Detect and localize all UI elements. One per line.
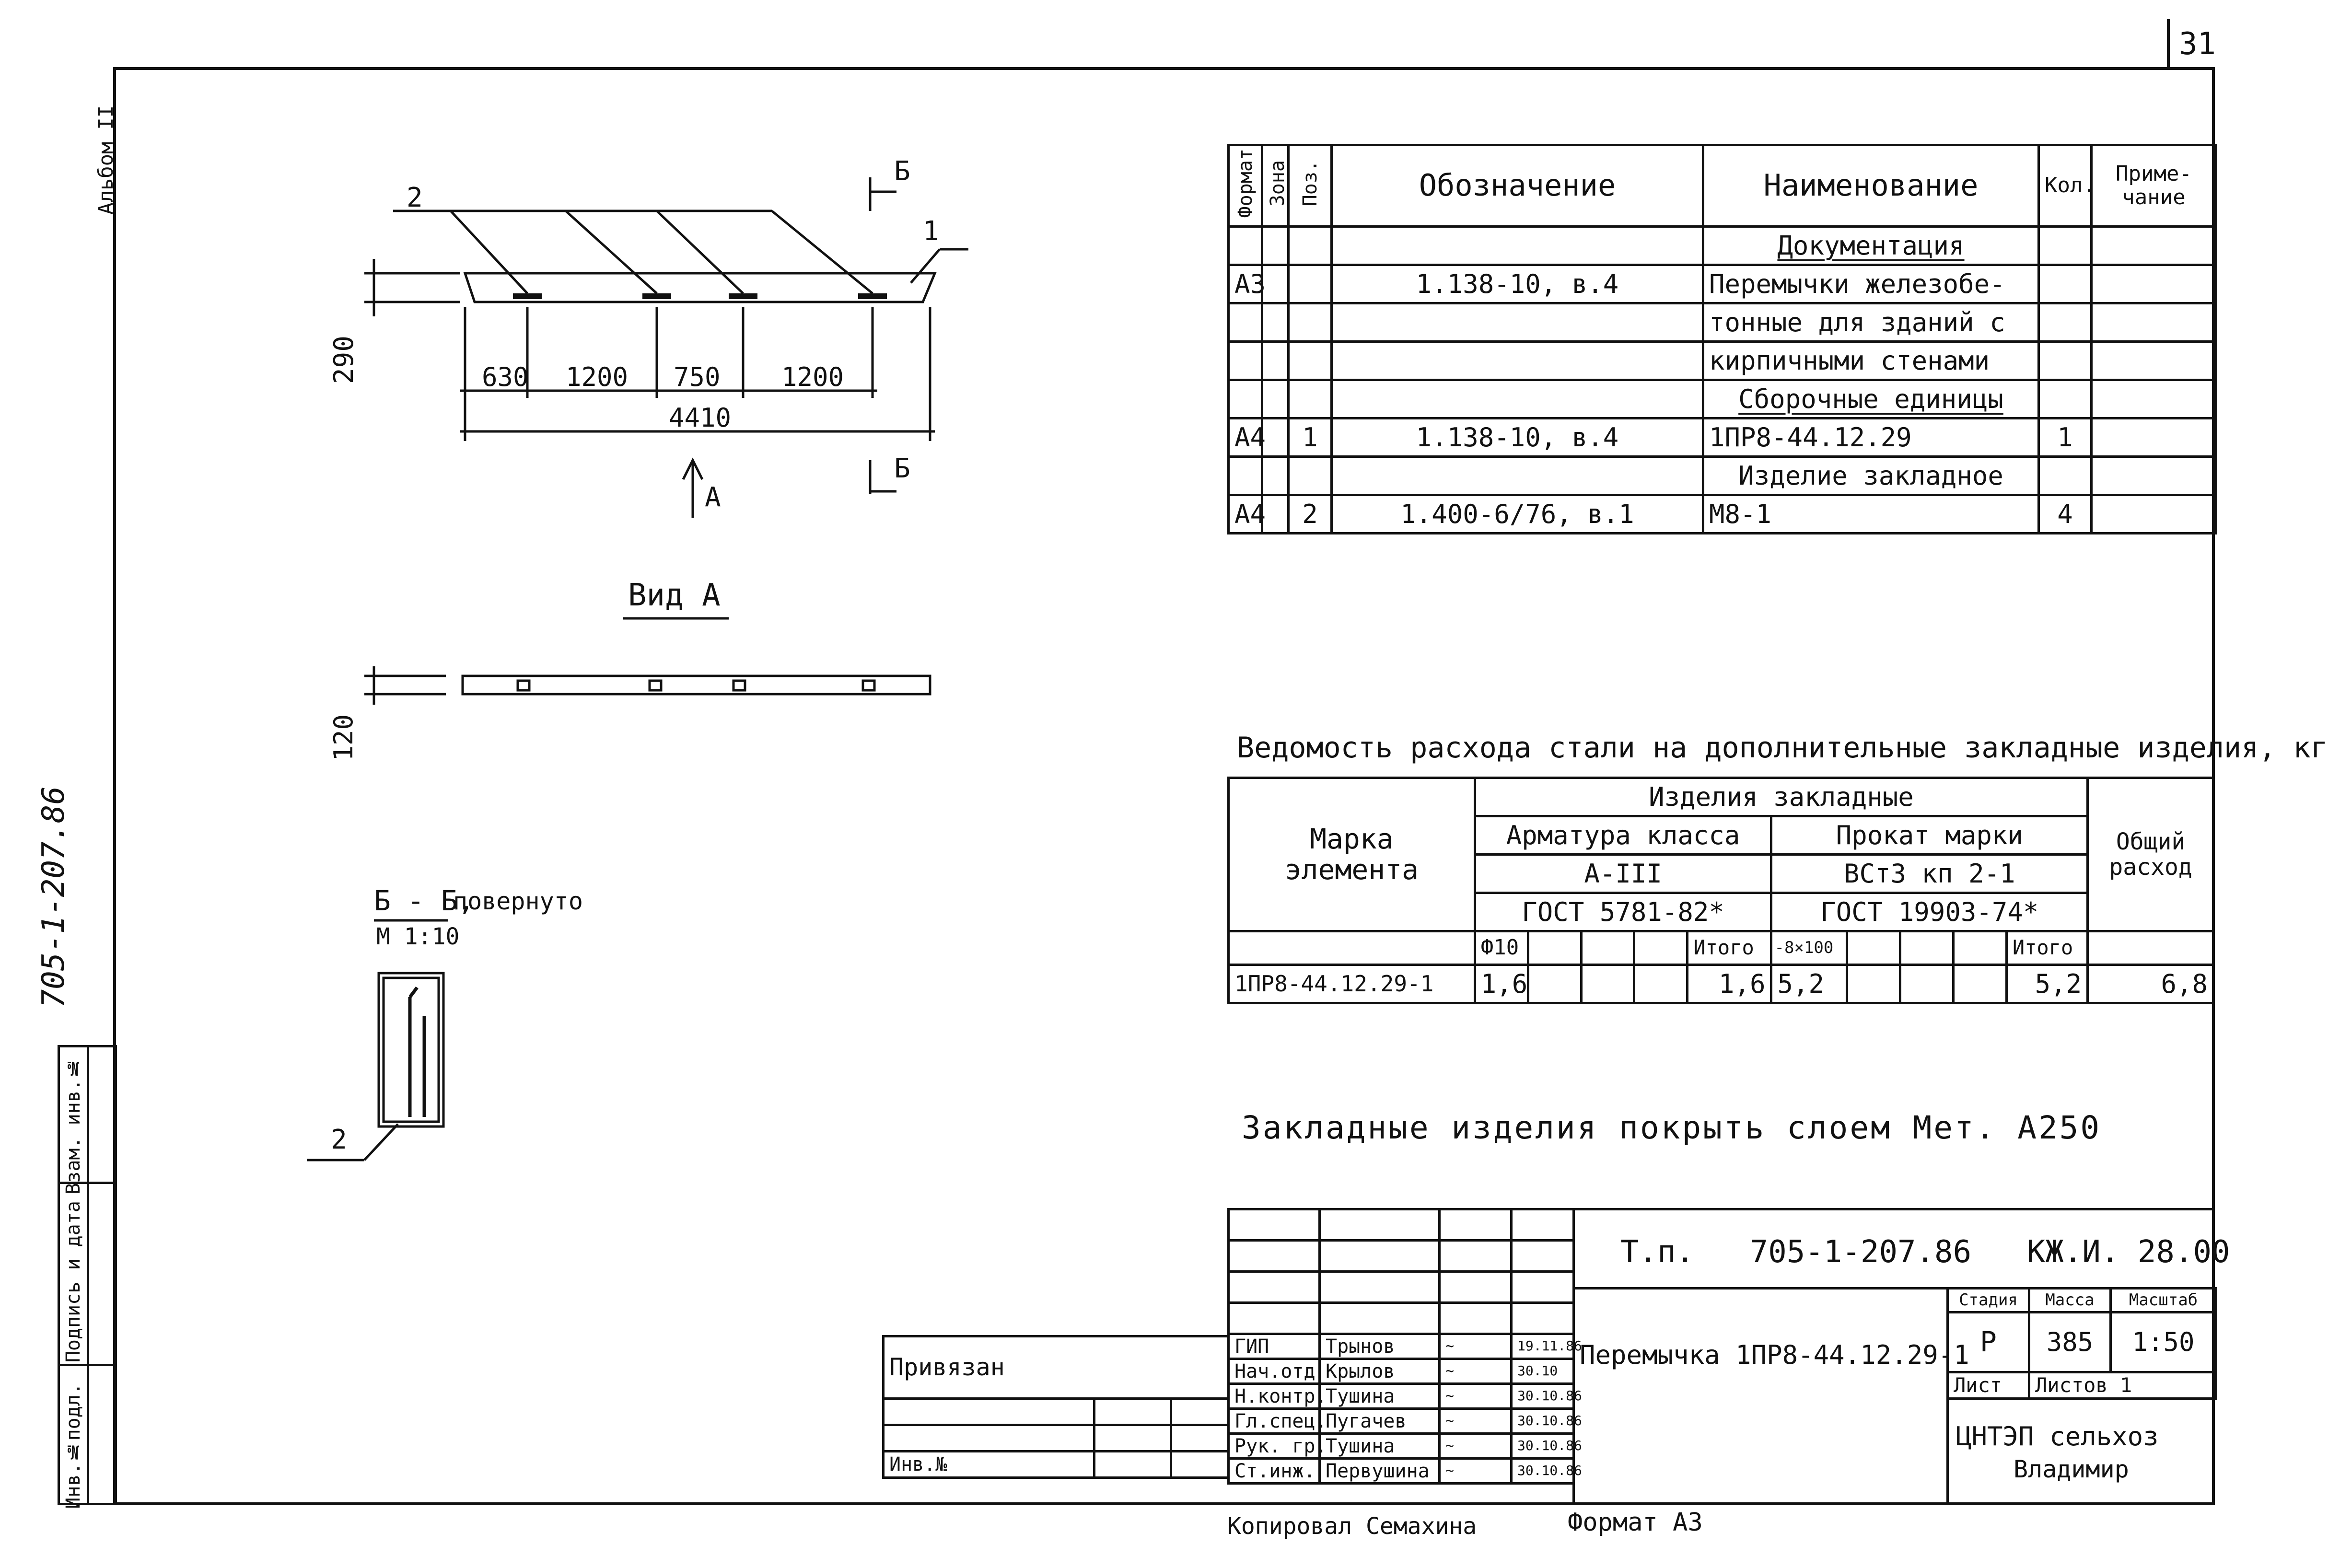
sheet-number: 31: [2179, 26, 2216, 62]
dim-total: 4410: [669, 403, 732, 433]
table-row: кирпичными стенами: [1227, 340, 2217, 381]
signer-row: Рук. гр.Тушина~30.10.86: [1227, 1432, 1582, 1460]
dim-1200-a: 1200: [566, 362, 629, 392]
dim-height: 290: [328, 336, 360, 384]
section-b-b: [377, 972, 445, 1128]
tied-label: Привязан: [882, 1335, 1230, 1400]
dim-750: 750: [674, 362, 721, 392]
steel-rolled-gost: ГОСТ 19903-74*: [1770, 892, 2089, 932]
steel-rolled-header: Прокат марки: [1770, 815, 2089, 856]
steel-table: Марка элемента Изделия закладные Общий р…: [1227, 777, 2215, 1004]
table-row: 1ПР8-44.12.29-1 1,6 1,6 5,2 5,2 6,8: [1227, 964, 2215, 1004]
mass-value: 385: [2028, 1311, 2112, 1373]
signature: ~: [1438, 1457, 1513, 1485]
table-row: тонные для зданий с: [1227, 302, 2217, 343]
spec-header-designation: Обозначение: [1330, 144, 1704, 228]
signature: ~: [1438, 1432, 1513, 1460]
steel-table-title: Ведомость расхода стали на дополнительны…: [1237, 731, 2328, 765]
section-note: повернуто: [453, 887, 583, 915]
signature: ~: [1438, 1407, 1513, 1435]
section-mark-top: Б: [894, 156, 910, 187]
steel-rebar-header: Арматура класса: [1473, 815, 1773, 856]
stage-header: Стадия: [1946, 1287, 2030, 1313]
steel-rebar-gost: ГОСТ 5781-82*: [1473, 892, 1773, 932]
section-scale: М 1:10: [376, 923, 460, 950]
signer-row: Н.контр.Тушина~30.10.86: [1227, 1382, 1582, 1410]
mass-header: Масса: [2028, 1287, 2112, 1313]
format-label: Формат А3: [1568, 1508, 1703, 1537]
view-a-title: Вид А: [628, 578, 721, 613]
spec-header-name: Наименование: [1702, 144, 2040, 228]
org-line-2: Владимир: [2014, 1455, 2129, 1483]
sheets-label: Листов 1: [2028, 1371, 2217, 1400]
pos-1-label: 1: [923, 216, 939, 247]
steel-group-header: Изделия закладные: [1473, 777, 2089, 817]
pos-2-label: 2: [407, 182, 423, 213]
view-arrow-label: А: [705, 482, 721, 513]
spec-header-pos: Поз.: [1287, 144, 1333, 228]
table-row: Сборочные единицы: [1227, 379, 2217, 419]
view-a-plan: [461, 674, 931, 696]
spec-header-qty: Кол.: [2037, 144, 2095, 228]
signer-row: Ст.инж.Первушина~30.10.86: [1227, 1457, 1582, 1485]
spec-header-note: Приме- чание: [2090, 144, 2217, 228]
spec-header-zone: Зона: [1261, 144, 1290, 228]
dim-630: 630: [482, 362, 529, 392]
spec-table: Формат Зона Поз. Обозначение Наименовани…: [1227, 144, 2217, 534]
section-documentation: Документация: [1702, 225, 2040, 266]
lintel-drawing: [307, 177, 968, 1161]
steel-rolled-grade: ВСт3 кп 2-1: [1770, 853, 2089, 894]
scale-header: Масштаб: [2109, 1287, 2217, 1313]
lintel-elevation: [463, 272, 937, 303]
sheet-label: Лист: [1946, 1371, 2030, 1400]
item-name: Перемычка 1ПР8-44.12.29-1: [1580, 1340, 1969, 1370]
dim-1200-b: 1200: [781, 362, 844, 392]
document-code: Т.п. 705-1-207.86 КЖ.И. 28.00: [1620, 1234, 2230, 1270]
spec-header-format: Формат: [1227, 144, 1263, 228]
signature: ~: [1438, 1358, 1513, 1385]
signer-row: Гл.спец.Пугачев~30.10.86: [1227, 1407, 1582, 1435]
steel-subheader-row: Ф10 Итого -8×100 Итого: [1227, 930, 2215, 966]
table-row: Изделие закладное: [1227, 455, 2217, 496]
steel-mark-header: Марка элемента: [1227, 777, 1476, 932]
org-line-1: ЦНТЭП сельхоз: [1956, 1421, 2159, 1452]
copied-by: Копировал Семахина: [1227, 1513, 1477, 1540]
signature: ~: [1438, 1382, 1513, 1410]
left-stamp: Инв.№подл. Подпись и дата Взам. инв.№: [58, 1045, 117, 1509]
tied-block: Привязан Инв.№: [882, 1335, 1230, 1479]
steel-rebar-class: А-III: [1473, 853, 1773, 894]
stage-mass-scale: Стадия Масса Масштаб Р 385 1:50 Лист Лис…: [1946, 1287, 2217, 1400]
signature: ~: [1438, 1333, 1513, 1360]
section-title: Б - Б,: [374, 884, 475, 917]
inv-label: Инв.№: [882, 1450, 1095, 1479]
stage-value: Р: [1946, 1311, 2030, 1373]
scale-value: 1:50: [2109, 1311, 2217, 1373]
coating-note: Закладные изделия покрыть слоем Мет. А25…: [1242, 1109, 2102, 1146]
steel-total-header: Общий расход: [2086, 777, 2215, 932]
section-mark-bottom: Б: [894, 453, 910, 484]
section-assembly-units: Сборочные единицы: [1702, 379, 2040, 419]
view-a-height: 120: [328, 714, 359, 761]
sheet-number-box: [2167, 19, 2170, 67]
section-pos-label: 2: [331, 1124, 347, 1155]
table-row: Документация: [1227, 225, 2217, 266]
